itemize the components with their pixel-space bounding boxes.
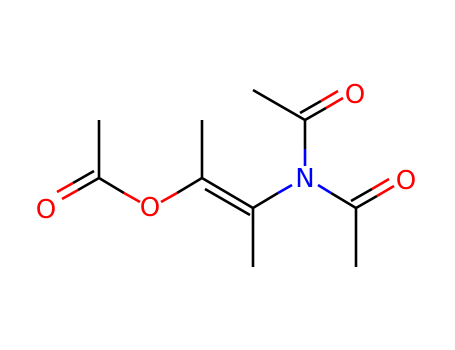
bond-acyl-top-methyl [252, 88, 306, 122]
bond-acyl-right-carbonyl-1-red [376, 184, 395, 198]
atom-n-imide: N [295, 164, 314, 194]
bond-alkene-2 [204, 187, 251, 217]
bond-ester-c-o-link-black [98, 176, 125, 195]
bond-acyl-top-carbonyl-2-black [299, 99, 322, 115]
bond-acyl-right-carbonyl-1-black [355, 194, 378, 210]
bond-o-vinyl-red [160, 191, 178, 204]
bond-ester-c-o-link-red [123, 191, 141, 204]
bond-o-vinyl-black [176, 176, 203, 195]
bond-vinyl-n-blue [277, 183, 293, 195]
bond-n-acyl-right-black [330, 191, 357, 210]
bond-vinyl-n-black [252, 191, 279, 210]
bond-acyl-right-carbonyl-2-red [371, 177, 390, 191]
bond-acyl-top-carbonyl-1-red [325, 96, 344, 110]
bond-ester-carbonyl-1-red [61, 188, 79, 201]
bond-ester-carbonyl-1-black [77, 176, 100, 192]
bond-acyl-top-carbonyl-1-black [304, 106, 327, 122]
bond-ester-carbonyl-2-red [56, 181, 74, 194]
atom-o-ester-link: O [140, 193, 160, 223]
bond-acyl-right-carbonyl-2-black [350, 187, 373, 203]
atom-o-acetyl-right: O [396, 166, 416, 196]
bond-ester-carbonyl-2-black [72, 169, 95, 185]
atom-o-acetyl-top: O [345, 80, 365, 110]
bond-alkene-1 [201, 176, 254, 210]
bond-n-acyl-right-blue [317, 183, 332, 195]
bond-acyl-top-carbonyl-2-red [320, 89, 339, 103]
atom-o-ester-carbonyl: O [36, 195, 56, 225]
